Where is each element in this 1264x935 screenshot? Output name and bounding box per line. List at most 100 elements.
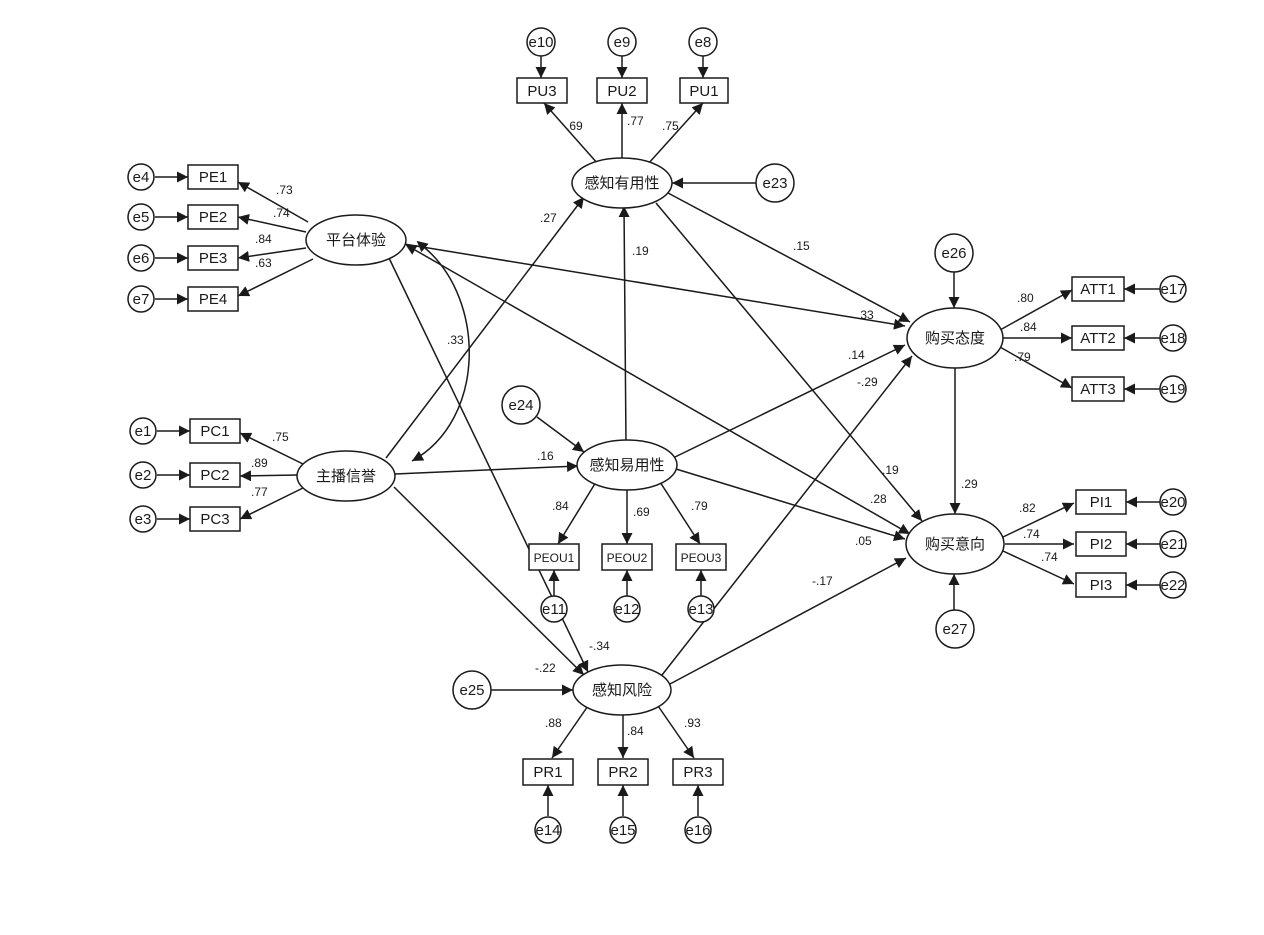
error-e9-label: e9 xyxy=(614,34,631,51)
indicator-att3-label: ATT3 xyxy=(1080,381,1116,398)
error-e4: e4 xyxy=(127,163,155,191)
indicator-pe2: PE2 xyxy=(187,204,239,230)
indicator-pe4: PE4 xyxy=(187,286,239,312)
error-e6-label: e6 xyxy=(133,250,150,267)
indicator-pi2: PI2 xyxy=(1075,531,1127,557)
loading-pe2: .74 xyxy=(273,206,290,220)
error-e1-label: e1 xyxy=(135,423,152,440)
error-e27: e27 xyxy=(935,609,975,649)
error-e12: e12 xyxy=(613,595,641,623)
error-e10-label: e10 xyxy=(528,34,553,51)
path-sc-pu xyxy=(385,196,585,459)
latent-peou-label: 感知易用性 xyxy=(589,456,664,474)
indicator-pe2-label: PE2 xyxy=(199,209,227,226)
error-e15: e15 xyxy=(609,816,637,844)
error-e13-label: e13 xyxy=(688,601,713,618)
indicator-pr2-label: PR2 xyxy=(608,764,637,781)
error-e21-label: e21 xyxy=(1160,536,1185,553)
path-pi-pi3 xyxy=(1002,550,1075,585)
coef-pe-pr: -.34 xyxy=(589,639,610,653)
indicator-pu3: PU3 xyxy=(516,77,568,104)
latent-sc-label: 主播信誉 xyxy=(316,467,376,485)
error-e16: e16 xyxy=(684,816,712,844)
error-e23: e23 xyxy=(755,163,795,203)
path-peou-att xyxy=(674,344,906,458)
error-e5-label: e5 xyxy=(133,209,150,226)
error-e14: e14 xyxy=(534,816,562,844)
error-e27-label: e27 xyxy=(942,621,967,638)
error-e3-label: e3 xyxy=(135,511,152,528)
coef-sc-pu: .27 xyxy=(540,211,557,225)
error-e26: e26 xyxy=(934,233,974,273)
error-e2: e2 xyxy=(129,461,157,489)
indicator-att1-label: ATT1 xyxy=(1080,281,1116,298)
error-e7-label: e7 xyxy=(133,291,150,308)
latent-pi-label: 购买意向 xyxy=(925,535,985,553)
indicator-pi2-label: PI2 xyxy=(1090,536,1113,553)
indicator-pr3-label: PR3 xyxy=(683,764,712,781)
indicator-pc2-label: PC2 xyxy=(200,467,229,484)
error-e18: e18 xyxy=(1159,324,1187,352)
error-e25: e25 xyxy=(452,670,492,710)
loading-pi3: .74 xyxy=(1041,550,1058,564)
error-e17-label: e17 xyxy=(1160,281,1185,298)
path-pr-pr1 xyxy=(551,702,591,759)
latent-pe: 平台体验 xyxy=(305,214,407,266)
loading-peou2: .69 xyxy=(633,505,650,519)
indicator-pi3: PI3 xyxy=(1075,572,1127,598)
latent-pr-label: 感知风险 xyxy=(592,681,652,699)
loading-pu1: .75 xyxy=(662,119,679,133)
latent-pe-label: 平台体验 xyxy=(326,231,386,249)
latent-pr: 感知风险 xyxy=(572,664,672,716)
indicator-pr2: PR2 xyxy=(597,758,649,786)
indicator-peou3-label: PEOU3 xyxy=(681,551,722,565)
coef-pu-pi: .19 xyxy=(882,463,899,477)
path-pe-pi xyxy=(405,244,911,535)
coef-att-pi: .29 xyxy=(961,477,978,491)
indicator-peou3: PEOU3 xyxy=(675,543,727,571)
path-pu-att xyxy=(667,192,911,323)
error-e24: e24 xyxy=(501,385,541,425)
latent-pu: 感知有用性 xyxy=(571,157,673,209)
indicator-peou1-label: PEOU1 xyxy=(534,551,575,565)
coef-pe-sc-covariance: .33 xyxy=(447,333,464,347)
indicator-pc2: PC2 xyxy=(189,462,241,488)
indicator-pi1: PI1 xyxy=(1075,489,1127,515)
path-pe-pe2 xyxy=(237,213,307,233)
path-pr-att xyxy=(661,355,913,676)
indicator-att2: ATT2 xyxy=(1071,325,1125,351)
indicator-pu1: PU1 xyxy=(679,77,729,104)
loading-att1: .80 xyxy=(1017,291,1034,305)
loading-pe1: .73 xyxy=(276,183,293,197)
path-peou-peou3 xyxy=(659,481,701,545)
error-e14-label: e14 xyxy=(535,822,560,839)
path-pe-pe1 xyxy=(237,181,309,223)
latent-att: 购买态度 xyxy=(906,307,1004,369)
indicator-peou2: PEOU2 xyxy=(601,543,653,571)
error-e22-label: e22 xyxy=(1160,577,1185,594)
path-pi-pi1 xyxy=(1002,502,1075,538)
path-sc-pc3 xyxy=(239,486,306,520)
indicator-pe1: PE1 xyxy=(187,164,239,190)
error-e20: e20 xyxy=(1159,488,1187,516)
error-e2-label: e2 xyxy=(135,467,152,484)
path-peou-pu xyxy=(618,205,630,445)
path-sc-pc1 xyxy=(239,432,304,465)
path-pe-pe3 xyxy=(237,247,307,262)
loading-pi2: .74 xyxy=(1023,527,1040,541)
indicator-pc1-label: PC1 xyxy=(200,423,229,440)
coef-pe-att: .33 xyxy=(857,308,874,322)
loading-pu3: .69 xyxy=(566,119,583,133)
path-pe-pe4 xyxy=(237,258,314,297)
indicator-pu3-label: PU3 xyxy=(527,83,556,100)
error-e17: e17 xyxy=(1159,275,1187,303)
indicator-pc3: PC3 xyxy=(189,506,241,532)
indicator-pi3-label: PI3 xyxy=(1090,577,1113,594)
path-sc-pc2 xyxy=(239,470,299,482)
indicator-pu1-label: PU1 xyxy=(689,83,718,100)
indicator-pe3-label: PE3 xyxy=(199,250,227,267)
path-peou-pi xyxy=(675,468,906,542)
coef-pr-att: -.29 xyxy=(857,375,878,389)
indicator-pc1: PC1 xyxy=(189,418,241,444)
